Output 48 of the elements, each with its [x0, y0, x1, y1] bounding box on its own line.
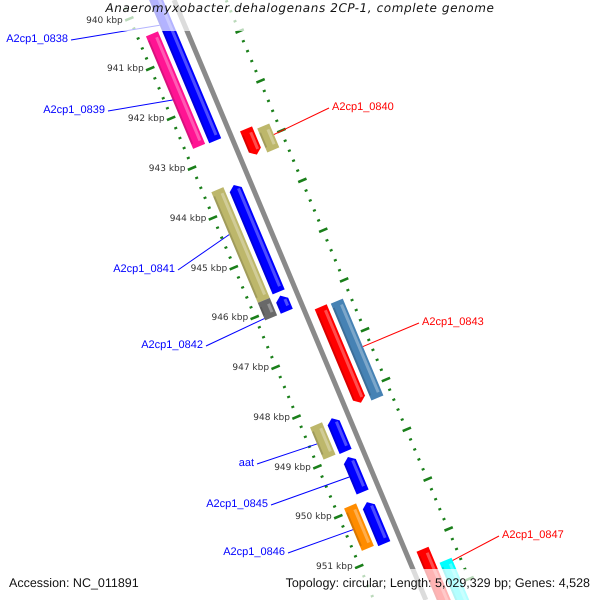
- map-title: Anaeromyxobacter dehalogenans 2CP-1, complete genome: [104, 1, 496, 15]
- gene-label: A2cp1_0846: [223, 546, 285, 559]
- gene-feature: [344, 503, 374, 551]
- scale-label: 945 kbp: [190, 264, 228, 274]
- leader-line: [256, 443, 318, 464]
- leader-line: [288, 529, 354, 554]
- gene-label: A2cp1_0840: [332, 101, 394, 114]
- leader-line: [273, 108, 330, 136]
- gene-label: A2cp1_0847: [502, 529, 564, 542]
- gene-feature: [314, 304, 366, 403]
- gene-feature: [328, 418, 352, 454]
- scale-label: 944 kbp: [170, 214, 206, 224]
- gene-label: A2cp1_0838: [6, 33, 68, 46]
- gene-label: aat: [238, 457, 254, 470]
- gene-feature: [344, 456, 369, 494]
- gene-feature: [276, 296, 293, 314]
- gene-feature: [330, 298, 384, 400]
- gene-feature: [146, 31, 206, 149]
- gene-label: A2cp1_0845: [206, 498, 268, 511]
- leader-line: [108, 100, 174, 112]
- gene-feature: [362, 502, 390, 546]
- scale-label: 951 kbp: [316, 562, 353, 572]
- leader-line: [178, 234, 230, 270]
- scale-label: 946 kbp: [211, 313, 248, 324]
- gene-feature: [257, 123, 280, 152]
- scale-label: 943 kbp: [148, 164, 186, 174]
- gene-feature: [211, 187, 270, 303]
- gene-feature: [310, 422, 336, 460]
- leader-line: [270, 476, 350, 506]
- scale-label: 950 kbp: [295, 512, 332, 522]
- scale-label: 941 kbp: [107, 64, 144, 74]
- leader-line: [206, 318, 265, 346]
- gene-feature: [230, 184, 285, 294]
- gene-label: A2cp1_0842: [141, 339, 203, 352]
- scale-label: 947 kbp: [232, 363, 270, 374]
- scale-label: 949 kbp: [274, 462, 311, 473]
- gene-label: A2cp1_0843: [422, 316, 484, 329]
- scale-label: 948 kbp: [253, 412, 290, 423]
- scale-label: 942 kbp: [128, 114, 165, 124]
- gene-label: A2cp1_0841: [113, 263, 175, 276]
- leader-line: [362, 322, 420, 348]
- genome-summary: Topology: circular; Length: 5,029,329 bp; Genes: 4,528: [286, 576, 590, 590]
- leader-line: [452, 536, 500, 561]
- gene-label: A2cp1_0839: [43, 104, 105, 117]
- gene-feature: [258, 298, 278, 320]
- gene-feature: [240, 126, 261, 155]
- accession-text: Accession: NC_011891: [9, 576, 139, 590]
- scale-label: 940 kbp: [86, 16, 123, 26]
